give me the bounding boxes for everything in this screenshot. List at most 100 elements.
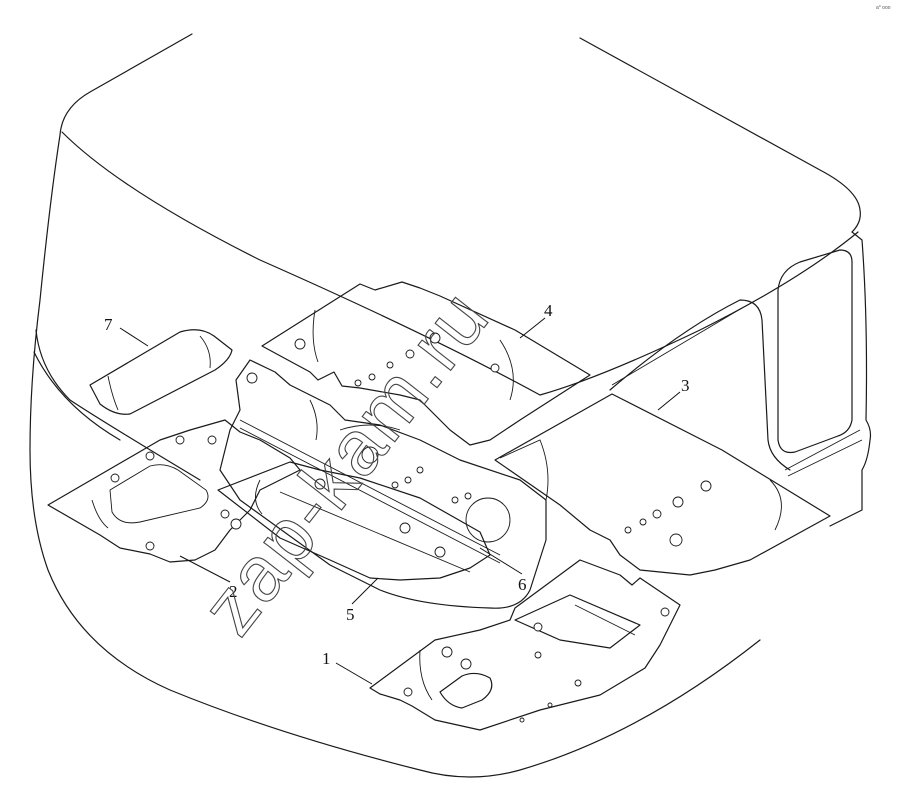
part-6-hole <box>416 466 424 474</box>
corner-mark: a⁰ ooo <box>876 5 891 11</box>
part-4-hole <box>294 338 306 350</box>
part-5-rib <box>279 491 471 573</box>
part-3-hole <box>672 496 684 508</box>
part-1-hole <box>534 651 542 659</box>
cab-roof-left-edge <box>29 33 761 778</box>
part-2-hole <box>207 435 217 445</box>
part-4-contour <box>499 339 514 401</box>
part-4-hole <box>386 361 394 369</box>
cab-roof-crown <box>61 131 859 396</box>
part-2-hole <box>175 435 185 445</box>
part-4-hole <box>429 332 441 344</box>
part-6-contour <box>339 424 401 431</box>
part-3-hole <box>639 518 647 526</box>
door-window <box>777 249 853 454</box>
part-4-hole <box>490 363 500 373</box>
part-6-outline <box>219 359 547 609</box>
part-7-inner <box>107 375 119 411</box>
callout-2: 2 <box>229 582 238 601</box>
part-2-panel <box>47 419 301 563</box>
part-3-panel <box>494 393 831 576</box>
part-4-panel <box>261 281 591 446</box>
leader-3 <box>657 391 681 411</box>
watermark: zap-kam.ru <box>184 273 506 650</box>
part-2-outline <box>47 419 301 563</box>
part-3-inner-cut <box>499 439 549 501</box>
leader-7 <box>119 327 149 347</box>
part-6-hole <box>464 492 472 500</box>
part-1-pedal-cutout <box>439 672 493 709</box>
part-2-hole <box>220 509 230 519</box>
leader-1 <box>335 662 373 685</box>
part-6-hole <box>404 476 412 484</box>
part-6-contour <box>309 399 318 441</box>
part-5-hole <box>314 478 326 490</box>
part-6-hole <box>246 372 258 384</box>
part-6-rib <box>239 419 501 556</box>
callout-4: 4 <box>544 301 553 320</box>
part-1-hole <box>519 717 525 723</box>
part-1-contour <box>419 649 433 701</box>
cab-right-side <box>829 231 872 527</box>
part-3-hole <box>624 526 632 534</box>
door-trim-1 <box>611 307 743 386</box>
leader-2 <box>179 555 231 583</box>
callout-3: 3 <box>681 376 690 395</box>
callout-6: 6 <box>518 575 527 594</box>
part-5-panel <box>217 461 491 581</box>
part-2-inner <box>109 464 209 524</box>
part-4-contour <box>312 309 319 363</box>
leader-6 <box>479 547 523 575</box>
cab-roof-right-edge <box>579 37 861 233</box>
part-2-hole <box>145 541 155 551</box>
part-5-hole <box>434 546 446 558</box>
door-trim-3 <box>787 439 863 477</box>
cab-waist-line-2 <box>33 351 121 441</box>
part-5-outline <box>217 461 491 581</box>
callout-1: 1 <box>322 649 331 668</box>
part-1-inner-pad <box>514 594 641 649</box>
part-1-panel <box>369 559 681 731</box>
leader-4 <box>519 317 546 339</box>
part-3-hole <box>669 533 683 547</box>
part-5-hole <box>399 522 411 534</box>
leader-5 <box>351 577 379 605</box>
part-1-hole <box>660 607 670 617</box>
part-1-outline <box>369 559 681 731</box>
part-6-hole <box>361 446 379 464</box>
callout-7: 7 <box>104 315 113 334</box>
part-1-hole <box>403 687 413 697</box>
part-4-hole <box>354 379 362 387</box>
door-trim-2 <box>784 429 861 471</box>
part-6-hole <box>391 481 399 489</box>
part-2-hole <box>110 473 120 483</box>
part-4-hole <box>405 349 415 359</box>
part-1-hole <box>574 679 582 687</box>
part-7-outline <box>89 329 233 415</box>
part-1-hole <box>547 702 553 708</box>
door-frame <box>609 299 791 471</box>
part-3-hole <box>700 480 712 492</box>
part-1-hole <box>533 622 543 632</box>
part-3-contour <box>769 479 782 531</box>
part-3-outline <box>494 393 831 576</box>
part-4-hole <box>368 373 376 381</box>
part-4-outline <box>261 281 591 446</box>
part-3-hole <box>652 509 662 519</box>
part-2-hole <box>230 518 242 530</box>
part-6-rib <box>239 427 501 564</box>
part-1-hole <box>441 646 453 658</box>
cab-waist-line <box>35 329 201 481</box>
part-2-hole <box>145 451 155 461</box>
callout-labels: 1 2 3 4 5 6 7 <box>104 301 690 668</box>
part-1-hole <box>460 658 472 670</box>
part-6-hole <box>465 497 511 543</box>
cab-outline <box>29 33 872 778</box>
part-1-inner-pad-rib <box>574 604 636 636</box>
part-2-contour <box>91 499 109 529</box>
callout-5: 5 <box>346 605 355 624</box>
callout-leaders <box>119 317 681 685</box>
part-6-panel <box>219 359 547 609</box>
part-7-panel <box>89 329 233 415</box>
